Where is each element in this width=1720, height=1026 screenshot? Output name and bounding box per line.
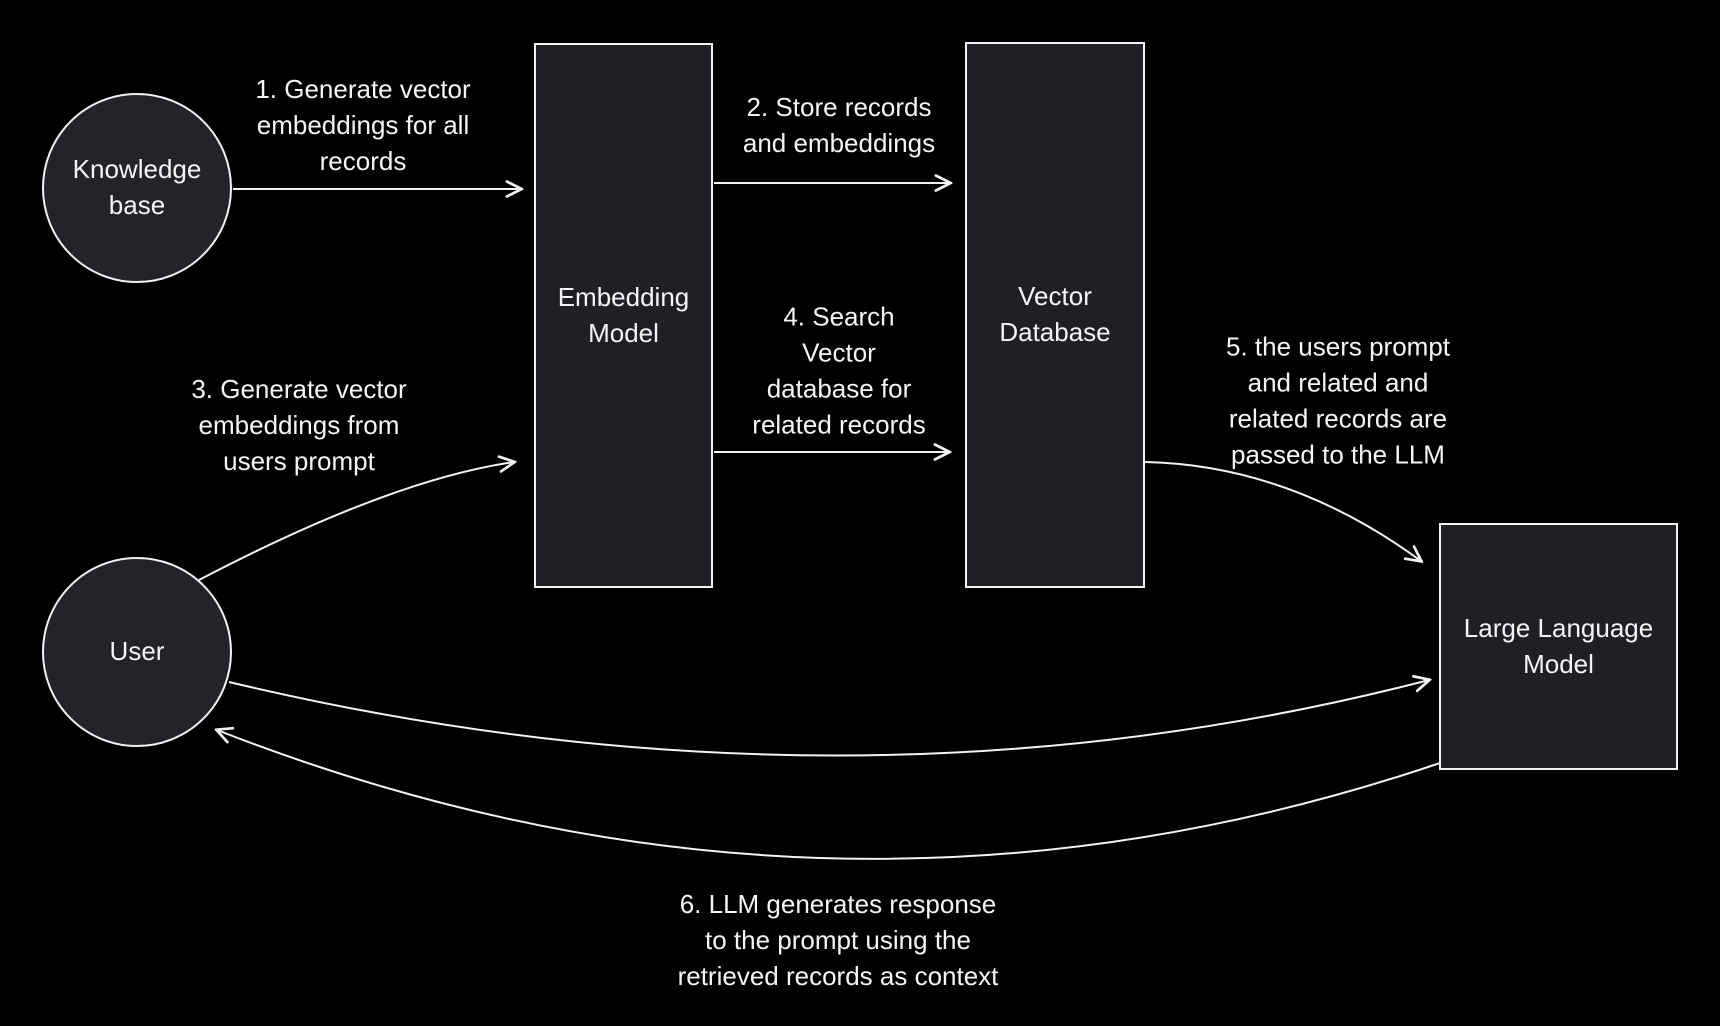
step-3-label: 3. Generate vector embeddings from users… <box>191 374 407 476</box>
arrow-user-prompt-to-llm <box>228 680 1429 757</box>
node-vector-database-label: Vector Database <box>999 281 1111 347</box>
node-large-language-model: Large Language Model <box>1439 523 1678 770</box>
step-6-label: 6. LLM generates response to the prompt … <box>677 889 999 991</box>
step-4-label: 4. Search Vector database for related re… <box>752 301 926 439</box>
arrow-3-user-to-embedding-model <box>198 462 514 581</box>
node-embedding-model: Embedding Model <box>534 43 713 588</box>
node-knowledge-base: Knowledge base <box>42 93 232 283</box>
step-5-label: 5. the users prompt and related and rela… <box>1226 331 1450 469</box>
node-user: User <box>42 557 232 747</box>
step-2-label: 2. Store records and embeddings <box>742 92 936 158</box>
arrow-6-llm-response-to-user <box>217 730 1441 860</box>
step-1-label: 1. Generate vector embeddings for all re… <box>255 74 471 176</box>
arrow-5-vector-database-to-llm <box>1144 461 1421 561</box>
node-vector-database: Vector Database <box>965 42 1145 588</box>
node-knowledge-base-label: Knowledge base <box>72 154 202 220</box>
node-large-language-model-label: Large Language Model <box>1463 612 1654 679</box>
node-embedding-model-label: Embedding Model <box>557 281 690 348</box>
node-user-label: User <box>109 636 165 667</box>
